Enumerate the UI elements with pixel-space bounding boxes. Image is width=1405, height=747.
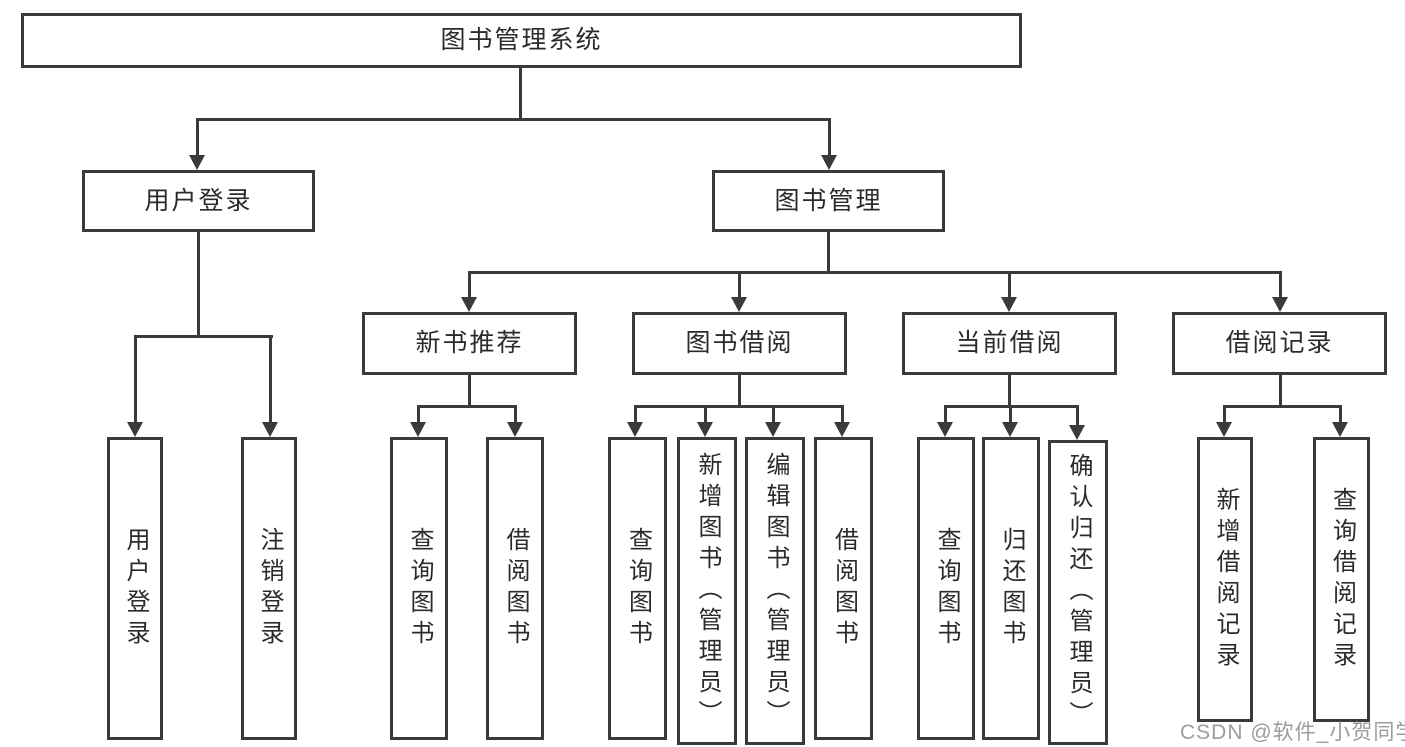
connector-line [197, 232, 200, 338]
arrowhead-icon [127, 422, 143, 437]
node-borrow-records: 借阅记录 [1172, 312, 1387, 375]
arrowhead-icon [1001, 297, 1017, 312]
node-new-book-recommend: 新书推荐 [362, 312, 577, 375]
connector-line [1008, 375, 1011, 408]
connector-line [1076, 405, 1079, 427]
connector-line [514, 405, 517, 424]
leaf-br-add-record: 新增借阅记录 [1197, 437, 1253, 722]
connector-line [827, 232, 830, 274]
arrowhead-icon [765, 422, 781, 437]
connector-line [1279, 271, 1282, 299]
leaf-cb-return-books: 归还图书 [982, 437, 1040, 740]
leaf-logout-label: 注销登录 [256, 526, 283, 651]
leaf-bb-borrow-books: 借阅图书 [814, 437, 873, 740]
node-user-login: 用户登录 [82, 170, 315, 232]
leaf-nbr-query-books: 查询图书 [390, 437, 448, 740]
leaf-bb-add-books-admin-label: 新增图书（管理员） [694, 451, 721, 731]
leaf-cb-query-books-label: 查询图书 [933, 526, 960, 651]
connector-line [468, 271, 471, 299]
node-current-borrow-label: 当前借阅 [955, 329, 1064, 357]
connector-line [828, 118, 831, 157]
leaf-bb-edit-books-admin: 编辑图书（管理员） [745, 437, 805, 745]
arrowhead-icon [461, 297, 477, 312]
connector-line [417, 405, 420, 424]
node-current-borrow: 当前借阅 [902, 312, 1117, 375]
connector-line [1009, 405, 1012, 424]
connector-line [634, 405, 844, 408]
leaf-br-add-record-label: 新增借阅记录 [1212, 486, 1239, 673]
leaf-cb-confirm-return-admin-label: 确认归还（管理员） [1065, 453, 1092, 732]
arrowhead-icon [507, 422, 523, 437]
leaf-bb-query-books-label: 查询图书 [624, 526, 652, 651]
leaf-bb-query-books: 查询图书 [608, 437, 667, 740]
leaf-user-login: 用户登录 [107, 437, 163, 740]
connector-line [468, 271, 1282, 274]
connector-line [772, 405, 775, 424]
arrowhead-icon [410, 422, 426, 437]
leaf-bb-add-books-admin: 新增图书（管理员） [677, 437, 737, 745]
connector-line [269, 335, 272, 424]
leaf-br-query-record: 查询借阅记录 [1313, 437, 1370, 722]
node-book-management: 图书管理 [712, 170, 945, 232]
leaf-br-query-record-label: 查询借阅记录 [1328, 486, 1356, 673]
node-book-management-label: 图书管理 [774, 186, 883, 215]
node-user-login-label: 用户登录 [144, 186, 253, 215]
connector-line [738, 375, 741, 408]
arrowhead-icon [262, 422, 278, 437]
arrowhead-icon [1069, 425, 1085, 440]
node-book-borrow-label: 图书借阅 [685, 329, 794, 357]
arrowhead-icon [189, 155, 205, 170]
leaf-cb-confirm-return-admin: 确认归还（管理员） [1048, 440, 1108, 745]
leaf-cb-return-books-label: 归还图书 [998, 526, 1025, 651]
connector-line [134, 335, 137, 424]
arrowhead-icon [731, 297, 747, 312]
node-root: 图书管理系统 [21, 13, 1022, 68]
leaf-nbr-borrow-books-label: 借阅图书 [502, 526, 529, 651]
arrowhead-icon [1216, 422, 1232, 437]
leaf-logout: 注销登录 [241, 437, 297, 740]
arrowhead-icon [937, 422, 953, 437]
connector-line [417, 405, 517, 408]
connector-line [1223, 405, 1226, 424]
connector-line [1008, 271, 1011, 299]
connector-line [1279, 375, 1282, 408]
node-book-borrow: 图书借阅 [632, 312, 847, 375]
connector-line [196, 118, 199, 157]
node-root-label: 图书管理系统 [440, 26, 603, 54]
leaf-nbr-borrow-books: 借阅图书 [486, 437, 544, 740]
connector-line [738, 271, 741, 299]
arrowhead-icon [697, 422, 713, 437]
arrowhead-icon [1272, 297, 1288, 312]
connector-line [1339, 405, 1342, 424]
arrowhead-icon [1332, 422, 1348, 437]
connector-line [841, 405, 844, 424]
connector-line [944, 405, 947, 424]
connector-line [634, 405, 637, 424]
node-borrow-records-label: 借阅记录 [1225, 329, 1334, 357]
watermark: CSDN @软件_小贺同学 [1180, 721, 1405, 744]
connector-line [196, 118, 831, 121]
connector-line [134, 335, 273, 338]
arrowhead-icon [821, 155, 837, 170]
leaf-bb-edit-books-admin-label: 编辑图书（管理员） [762, 451, 789, 731]
arrowhead-icon [834, 422, 850, 437]
leaf-nbr-query-books-label: 查询图书 [406, 526, 433, 651]
arrowhead-icon [1002, 422, 1018, 437]
leaf-bb-borrow-books-label: 借阅图书 [830, 526, 858, 651]
connector-line [519, 68, 522, 121]
node-new-book-recommend-label: 新书推荐 [415, 329, 524, 357]
arrowhead-icon [627, 422, 643, 437]
leaf-cb-query-books: 查询图书 [917, 437, 975, 740]
connector-line [468, 375, 471, 408]
connector-line [1223, 405, 1342, 408]
connector-line [704, 405, 707, 424]
leaf-user-login-label: 用户登录 [122, 526, 149, 651]
